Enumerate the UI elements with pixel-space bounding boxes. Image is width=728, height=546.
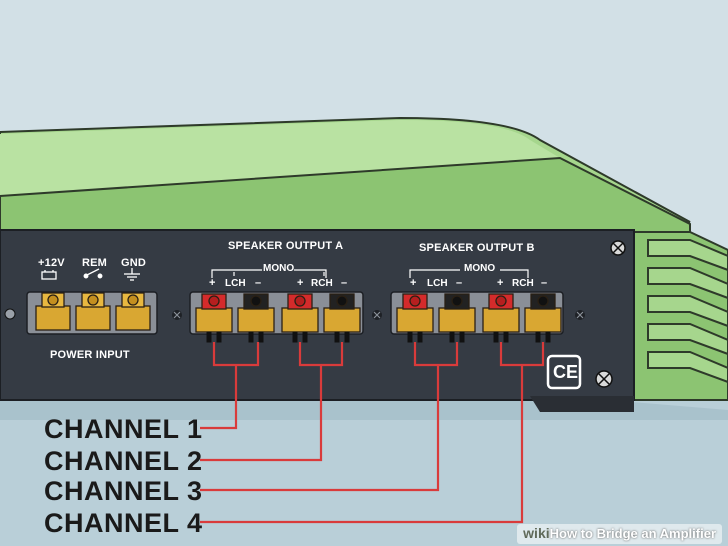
rem-label: REM bbox=[82, 257, 107, 269]
screw-icon bbox=[5, 309, 15, 319]
screw-icon bbox=[372, 310, 382, 320]
screw-icon bbox=[611, 241, 625, 255]
speaker-output-b-label: SPEAKER OUTPUT B bbox=[419, 242, 535, 254]
minus-sign-a1: – bbox=[255, 277, 261, 289]
plus-sign-b2: + bbox=[497, 277, 503, 289]
rch-label-a: RCH bbox=[311, 278, 333, 289]
power-input-label: POWER INPUT bbox=[50, 349, 130, 361]
watermark: wikiHow to Bridge an Amplifier bbox=[517, 524, 722, 544]
gnd-label: GND bbox=[121, 257, 146, 269]
plus-sign-a2: + bbox=[297, 277, 303, 289]
lch-label-b: LCH bbox=[427, 278, 448, 289]
channel-3-label: CHANNEL 3 bbox=[44, 476, 203, 507]
watermark-title: How to Bridge an Amplifier bbox=[550, 526, 716, 541]
minus-sign-b1: – bbox=[456, 277, 462, 289]
channel-2-label: CHANNEL 2 bbox=[44, 446, 203, 477]
heat-sink-fins bbox=[630, 232, 728, 400]
power-terminals bbox=[36, 293, 150, 330]
plus-sign-a1: + bbox=[209, 277, 215, 289]
back-panel-foot bbox=[530, 396, 634, 412]
plus12v-label: +12V bbox=[38, 257, 65, 269]
mono-label-a: MONO bbox=[263, 263, 294, 274]
screw-icon bbox=[575, 310, 585, 320]
minus-sign-b2: – bbox=[541, 277, 547, 289]
plus-sign-b1: + bbox=[410, 277, 416, 289]
channel-1-label: CHANNEL 1 bbox=[44, 414, 203, 445]
channel-4-label: CHANNEL 4 bbox=[44, 508, 203, 539]
mono-label-b: MONO bbox=[464, 263, 495, 274]
ce-mark-label: CE bbox=[553, 362, 578, 383]
screw-icon bbox=[172, 310, 182, 320]
watermark-brand: wiki bbox=[523, 525, 549, 541]
minus-sign-a2: – bbox=[341, 277, 347, 289]
lch-label-a: LCH bbox=[225, 278, 246, 289]
speaker-output-a-label: SPEAKER OUTPUT A bbox=[228, 240, 343, 252]
screw-icon bbox=[596, 371, 612, 387]
rch-label-b: RCH bbox=[512, 278, 534, 289]
